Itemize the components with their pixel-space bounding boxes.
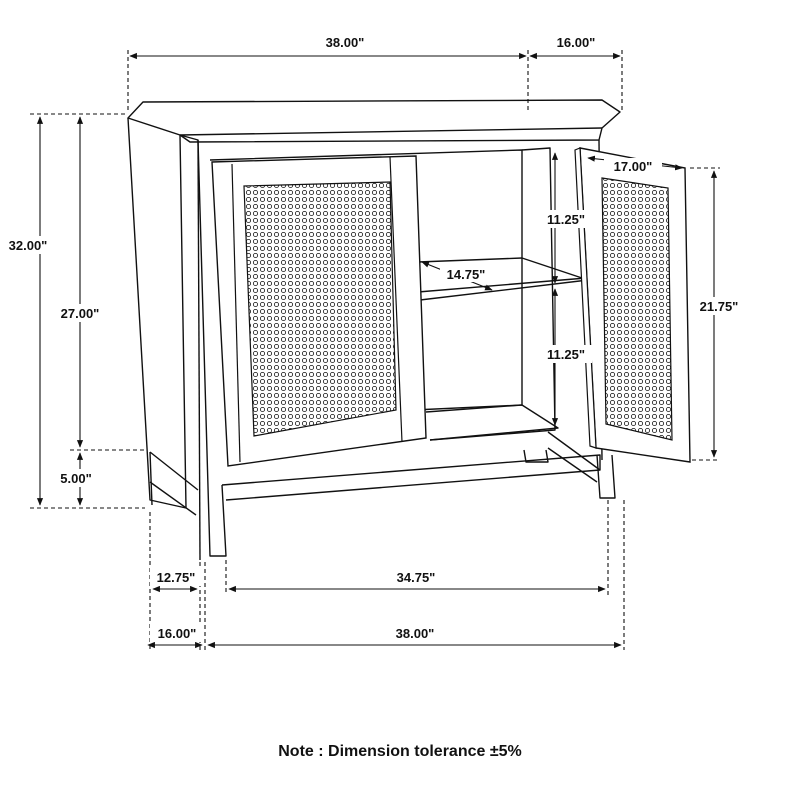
dim-door-height: 21.75" bbox=[700, 299, 739, 314]
dim-lower-shelf-height: 11.25" bbox=[547, 347, 585, 362]
dim-bottom-width: 38.00" bbox=[396, 626, 435, 641]
dim-cabinet-height: 27.00" bbox=[61, 306, 100, 321]
interior-right-wall bbox=[429, 147, 556, 441]
interior-back bbox=[209, 149, 523, 411]
left-side-panel bbox=[127, 117, 187, 509]
cabinet-floor bbox=[425, 404, 559, 441]
right-front-leg bbox=[596, 454, 616, 499]
dim-inner-width: 34.75" bbox=[397, 570, 436, 585]
dimension-labels: 38.00" 16.00" 32.00" 27.00" 5.00" 17.00"… bbox=[0, 34, 750, 642]
dim-door-width: 17.00" bbox=[614, 159, 653, 174]
right-rear-leg bbox=[523, 449, 549, 463]
dim-inner-depth: 12.75" bbox=[157, 570, 196, 585]
dim-top-depth: 16.00" bbox=[557, 35, 596, 50]
cabinet-top bbox=[127, 99, 621, 143]
bottom-front-rail bbox=[221, 454, 601, 501]
dim-total-height: 32.00" bbox=[9, 238, 48, 253]
tolerance-note: Note : Dimension tolerance ±5% bbox=[278, 743, 522, 760]
dim-bottom-depth: 16.00" bbox=[158, 626, 197, 641]
right-door-cane-panel bbox=[601, 177, 673, 441]
right-stretcher bbox=[547, 431, 601, 483]
rear-left-leg bbox=[149, 451, 153, 506]
dim-upper-shelf-height: 11.25" bbox=[547, 212, 585, 227]
dim-top-width: 38.00" bbox=[326, 35, 365, 50]
dim-shelf-depth: 14.75" bbox=[447, 267, 486, 282]
side-stretcher bbox=[149, 451, 199, 516]
left-door-cane-panel bbox=[243, 181, 397, 437]
right-door bbox=[574, 147, 691, 463]
dim-leg-height: 5.00" bbox=[60, 471, 91, 486]
left-front-leg bbox=[179, 134, 227, 557]
left-door bbox=[211, 155, 427, 467]
